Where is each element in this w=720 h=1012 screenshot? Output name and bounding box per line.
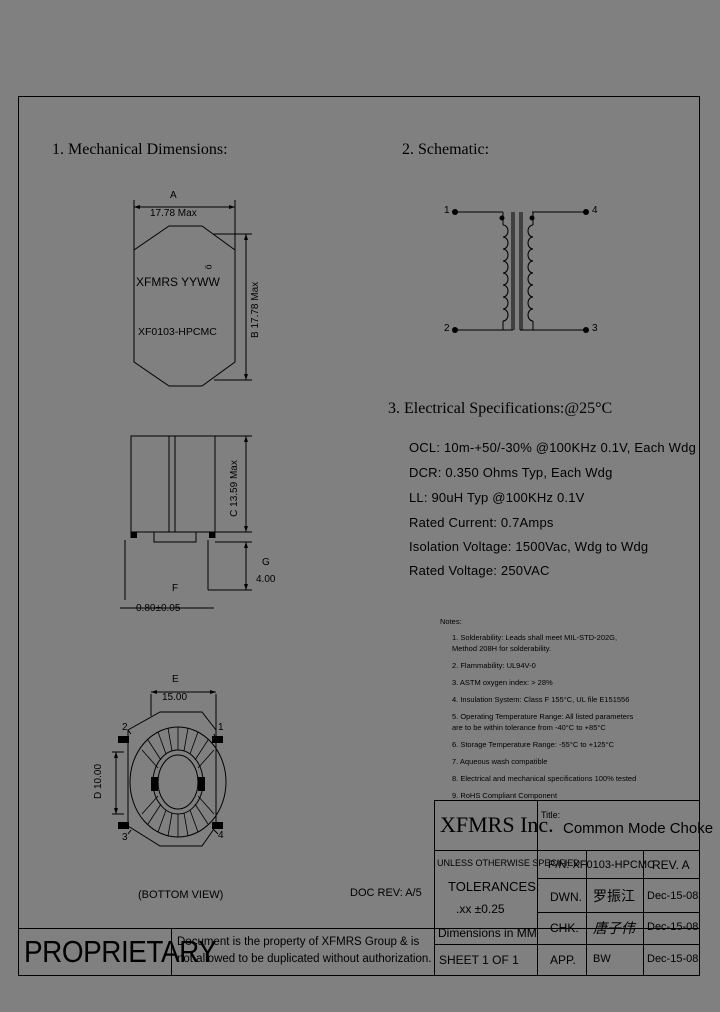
spec-current: Rated Current: 0.7Amps: [409, 515, 554, 530]
note-item: 6. Storage Temperature Range: -55°C to +…: [452, 740, 614, 749]
spec-ocl: OCL: 10m-+50/-30% @100KHz 0.1V, Each Wdg: [409, 440, 696, 455]
bottom-view-outline: [127, 711, 217, 847]
bottom-view-label: (BOTTOM VIEW): [138, 889, 224, 901]
bottom-pin-2: 2: [122, 722, 128, 733]
notice-line-2: not allowed to be duplicated without aut…: [177, 953, 432, 965]
app-date: Dec-15-08: [647, 953, 699, 965]
note-item: 3. ASTM oxygen index: > 28%: [452, 678, 553, 687]
dim-d: D 10.00: [81, 764, 116, 799]
dwn-date: Dec-15-08: [647, 890, 699, 902]
schematic-pin-2: 2: [444, 323, 450, 334]
spec-voltage: Rated Voltage: 250VAC: [409, 563, 550, 578]
note-item: 7. Aqueous wash compatible: [452, 757, 548, 766]
note-item: 2. Flammability: UL94V-0: [452, 661, 536, 670]
drawing-title: Common Mode Choke: [563, 820, 714, 837]
proprietary-label: PROPRIETARY: [24, 934, 217, 969]
top-view-outline: [133, 225, 236, 387]
schematic-pin-3: 3: [592, 323, 598, 334]
schematic-pin-1: 1: [444, 205, 450, 216]
dim-f-letter: F: [172, 583, 179, 594]
app-name: BW: [593, 953, 611, 965]
dimensions-units: Dimensions in MM: [438, 926, 537, 940]
dwn-name: 罗振江: [593, 889, 635, 905]
doc-revision: DOC REV: A/5: [350, 887, 422, 899]
chk-date: Dec-15-08: [647, 921, 699, 933]
note-item: 8. Electrical and mechanical specificati…: [452, 774, 637, 783]
app-label: APP.: [550, 953, 576, 967]
schematic-drawing: [457, 211, 586, 331]
tolerances-label: TOLERANCES:: [448, 879, 540, 894]
dim-c: C 13.59 Max: [206, 460, 263, 517]
notes-list: 1. Solderability: Leads shall meet MIL-S…: [452, 632, 636, 801]
spec-isolation: Isolation Voltage: 1500Vac, Wdg to Wdg: [409, 539, 649, 554]
spec-dcr: DCR: 0.350 Ohms Typ, Each Wdg: [409, 465, 613, 480]
notice-line-1: Document is the property of XFMRS Group …: [177, 936, 420, 948]
dim-a-value: 17.78 Max: [150, 208, 197, 219]
revision: REV. A: [652, 858, 690, 872]
note-item: 5. Operating Temperature Range: All list…: [452, 712, 634, 721]
bottom-pin-3: 3: [122, 832, 128, 843]
bottom-pin-1: 1: [218, 722, 224, 733]
dim-d-text: D 10.00: [93, 763, 105, 800]
note-item: 9. RoHS Compliant Component: [452, 791, 558, 800]
corner-mark: ö: [203, 264, 214, 270]
chk-name: 唐子伟: [593, 921, 635, 937]
part-number: P/N: XF0103-HPCMC: [548, 859, 655, 871]
schematic-pin-4: 4: [592, 205, 598, 216]
dim-b-text: B 17.78 Max: [250, 281, 261, 338]
dim-f-value: 0.80±0.05: [136, 603, 181, 614]
drawing-frame: [18, 96, 700, 976]
dim-e-value: 15.00: [162, 692, 188, 703]
company-name: XFMRS Inc.: [440, 812, 554, 837]
side-view-body: [130, 435, 216, 533]
sheet-number: SHEET 1 OF 1: [439, 953, 519, 967]
dim-g-letter: G: [262, 557, 270, 568]
dim-c-text: C 13.59 Max: [228, 460, 240, 517]
dim-g-value: 4.00: [256, 574, 276, 585]
schematic-heading: 2. Schematic:: [402, 141, 490, 158]
spec-ll: LL: 90uH Typ @100KHz 0.1V: [409, 490, 585, 505]
dim-b: B 17.78 Max: [214, 218, 261, 338]
tolerance-value: .xx ±0.25: [456, 902, 505, 916]
unless-specified: UNLESS OTHERWISE SPECIFIED: [437, 858, 580, 868]
note-item: 1. Solderability: Leads shall meet MIL-S…: [452, 633, 618, 642]
electrical-heading: 3. Electrical Specifications:@25°C: [388, 400, 613, 417]
marking-line-1: XFMRS YYWW: [136, 275, 220, 289]
mechanical-heading: 1. Mechanical Dimensions:: [52, 141, 228, 158]
note-item: Method 208H for solderability.: [452, 644, 552, 653]
bottom-pin-4: 4: [218, 830, 224, 841]
note-item: 4. Insulation System: Class F 155°C, UL …: [452, 695, 630, 704]
dim-e-letter: E: [172, 674, 179, 685]
dwn-label: DWN.: [550, 890, 582, 904]
dim-a-letter: A: [170, 190, 177, 201]
notes-title: Notes:: [440, 617, 462, 626]
chk-label: CHK.: [550, 921, 579, 935]
title-label: Title:: [541, 810, 561, 820]
marking-line-2: XF0103-HPCMC: [138, 326, 217, 338]
note-item: are to be within tolerance from -40°C to…: [452, 723, 606, 732]
